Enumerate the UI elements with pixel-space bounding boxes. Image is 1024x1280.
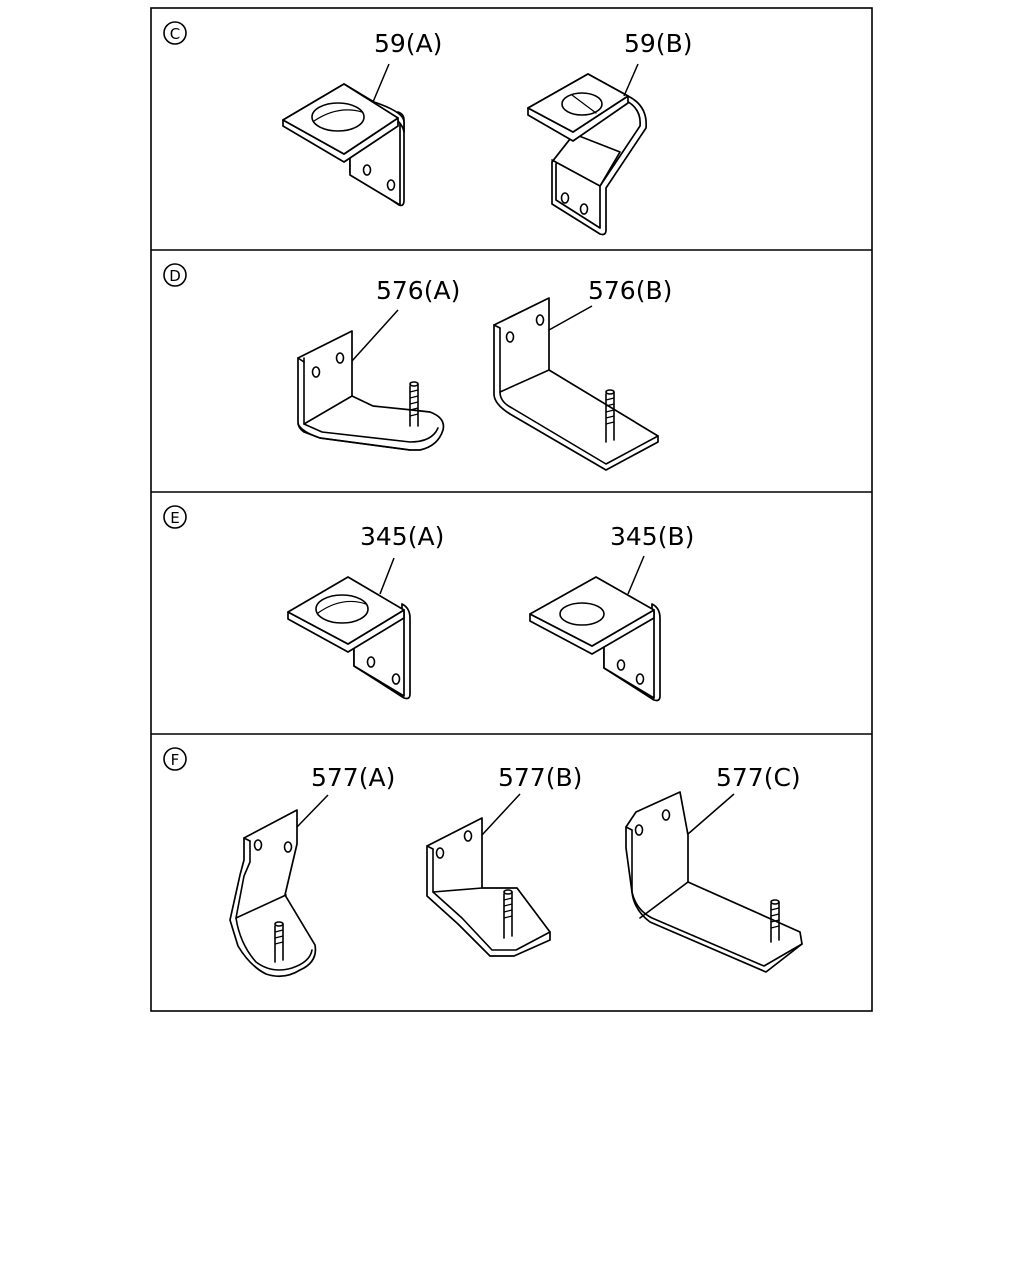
part-label: 576(A) bbox=[376, 276, 460, 305]
part-label: 59(A) bbox=[374, 29, 442, 58]
callout-345b: 345(B) bbox=[610, 522, 694, 595]
part-345b-bracket bbox=[529, 576, 661, 702]
callout-345a: 345(A) bbox=[360, 522, 444, 595]
part-label: 345(B) bbox=[610, 522, 694, 551]
section-badge-letter: E bbox=[170, 509, 179, 527]
part-577a-bracket bbox=[229, 809, 317, 978]
part-label: 59(B) bbox=[624, 29, 692, 58]
section-badge-letter: D bbox=[169, 267, 181, 285]
part-label: 577(C) bbox=[716, 763, 801, 792]
part-576a-bracket bbox=[297, 330, 445, 451]
part-59a-bracket bbox=[282, 83, 405, 207]
section-badge-letter: C bbox=[170, 25, 180, 43]
callout-576a: 576(A) bbox=[351, 276, 460, 362]
part-576b-bracket bbox=[493, 297, 659, 471]
section-badge: E bbox=[163, 505, 187, 529]
section-f: F 577(A) bbox=[163, 747, 803, 978]
section-badge: F bbox=[163, 747, 187, 771]
section-badge-letter: F bbox=[171, 751, 180, 769]
diagram-frame bbox=[150, 7, 873, 1012]
part-label: 577(A) bbox=[311, 763, 395, 792]
section-d: D 576(A) bbox=[163, 263, 672, 471]
section-badge: C bbox=[163, 21, 187, 45]
callout-577a: 577(A) bbox=[296, 763, 395, 828]
part-577b-bracket bbox=[426, 817, 551, 957]
part-label: 345(A) bbox=[360, 522, 444, 551]
part-label: 577(B) bbox=[498, 763, 582, 792]
callout-59b: 59(B) bbox=[623, 29, 692, 97]
callout-576b: 576(B) bbox=[548, 276, 672, 331]
section-badge: D bbox=[163, 263, 187, 287]
callout-59a: 59(A) bbox=[372, 29, 442, 103]
section-c: C 59(A) 59 bbox=[163, 21, 692, 236]
part-label: 576(B) bbox=[588, 276, 672, 305]
callout-577b: 577(B) bbox=[481, 763, 582, 836]
part-577c-bracket bbox=[625, 791, 803, 973]
callout-577c: 577(C) bbox=[687, 763, 801, 835]
part-59b-bracket bbox=[527, 73, 648, 236]
section-e: E 345(A) 345(B) bbox=[163, 505, 694, 702]
part-345a-bracket bbox=[287, 576, 411, 700]
